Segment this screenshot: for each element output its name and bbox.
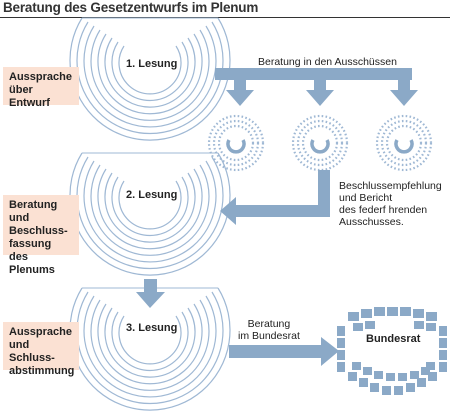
title-divider xyxy=(0,17,450,18)
stage-label-second-reading: Beratung und Beschluss- fassung des Plen… xyxy=(3,195,79,276)
bundesrat-caption: Beratung im Bundesrat xyxy=(238,318,300,342)
stage-label-third-reading: Aussprache und Schluss- abstimmung xyxy=(3,322,79,377)
first-reading-label: 1. Lesung xyxy=(126,58,178,70)
stage-label-first-reading: Aussprache über Entwurf xyxy=(3,67,79,109)
arrow-to-committees xyxy=(215,68,418,106)
arrow-to-bundesrat xyxy=(229,337,339,366)
plenum-chamber-1 xyxy=(69,17,231,141)
diagram-title: Beratung des Gesetzentwurfs im Plenum xyxy=(3,0,259,15)
bundesrat-chamber xyxy=(337,307,447,395)
arrow-to-third-reading xyxy=(136,279,165,308)
committee-chamber-1 xyxy=(207,114,265,172)
second-reading-label: 2. Lesung xyxy=(126,189,178,201)
plenum-chamber-2 xyxy=(69,152,231,276)
arrow-to-second-reading xyxy=(220,170,330,225)
committee-recommendation: Beschlussempfehlung und Bericht des fede… xyxy=(339,180,442,228)
bundesrat-label: Bundesrat xyxy=(366,333,421,345)
committee-chamber-2 xyxy=(291,114,349,172)
committee-chamber-3 xyxy=(375,114,433,172)
committee-caption: Beratung in den Ausschüssen xyxy=(258,56,397,68)
third-reading-label: 3. Lesung xyxy=(126,322,178,334)
